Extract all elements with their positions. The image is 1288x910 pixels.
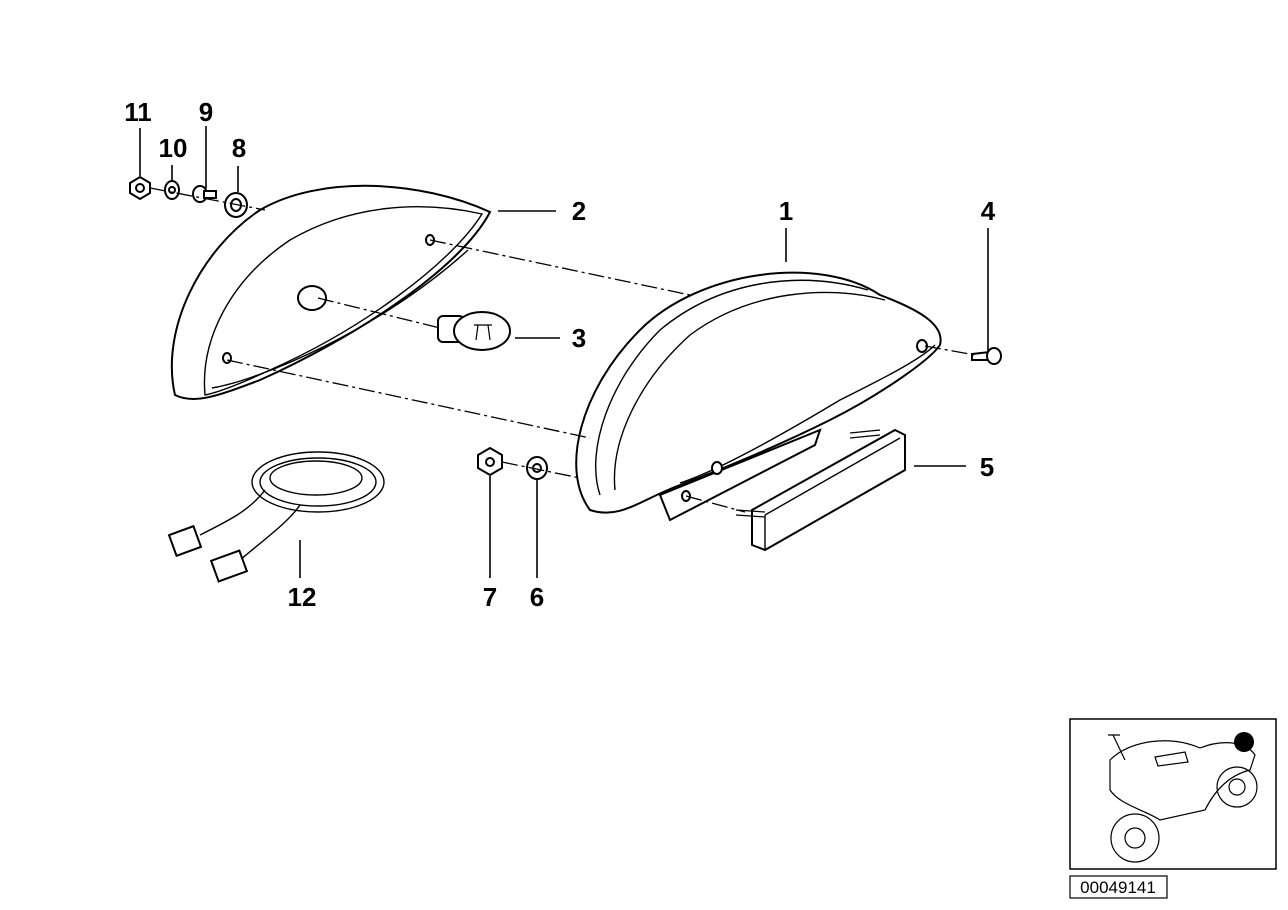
leader-lines [139, 126, 989, 578]
washer-part-10 [164, 180, 180, 200]
drawing-number: 00049141 [1080, 878, 1156, 897]
assembly-line-nut-washer [501, 461, 581, 479]
screw-part-4 [971, 347, 1002, 365]
callout-12: 12 [288, 582, 317, 612]
housing-part-1 [575, 271, 942, 522]
assembly-line-lower [226, 359, 591, 439]
bulb-part-3 [437, 311, 511, 351]
washer-part-6 [526, 456, 548, 480]
reflector-part-5 [735, 428, 906, 552]
lens-cover-part-2 [170, 184, 492, 401]
callout-2: 2 [572, 196, 586, 226]
callout-5: 5 [980, 452, 994, 482]
callout-1: 1 [779, 196, 793, 226]
callout-3: 3 [572, 323, 586, 353]
callout-11: 11 [124, 97, 152, 127]
drawing-number-box [1069, 875, 1168, 899]
assembly-line-hardware [149, 187, 266, 211]
assembly-line-bulb [317, 297, 441, 329]
nut-part-7 [477, 446, 503, 477]
callout-6: 6 [530, 582, 544, 612]
callout-4: 4 [981, 196, 996, 226]
assembly-line-screw [924, 345, 976, 356]
callout-9: 9 [199, 97, 213, 127]
assembly-line-upper [429, 239, 691, 296]
nut-part-11 [129, 175, 151, 201]
wiring-harness-part-12 [167, 451, 385, 583]
assembly-line-reflector [685, 495, 746, 513]
callout-7: 7 [483, 582, 497, 612]
callout-10: 10 [159, 133, 188, 163]
callout-8: 8 [232, 133, 246, 163]
motorcycle-locator-thumbnail [1069, 718, 1277, 870]
highlight-marker-icon [1234, 732, 1254, 752]
